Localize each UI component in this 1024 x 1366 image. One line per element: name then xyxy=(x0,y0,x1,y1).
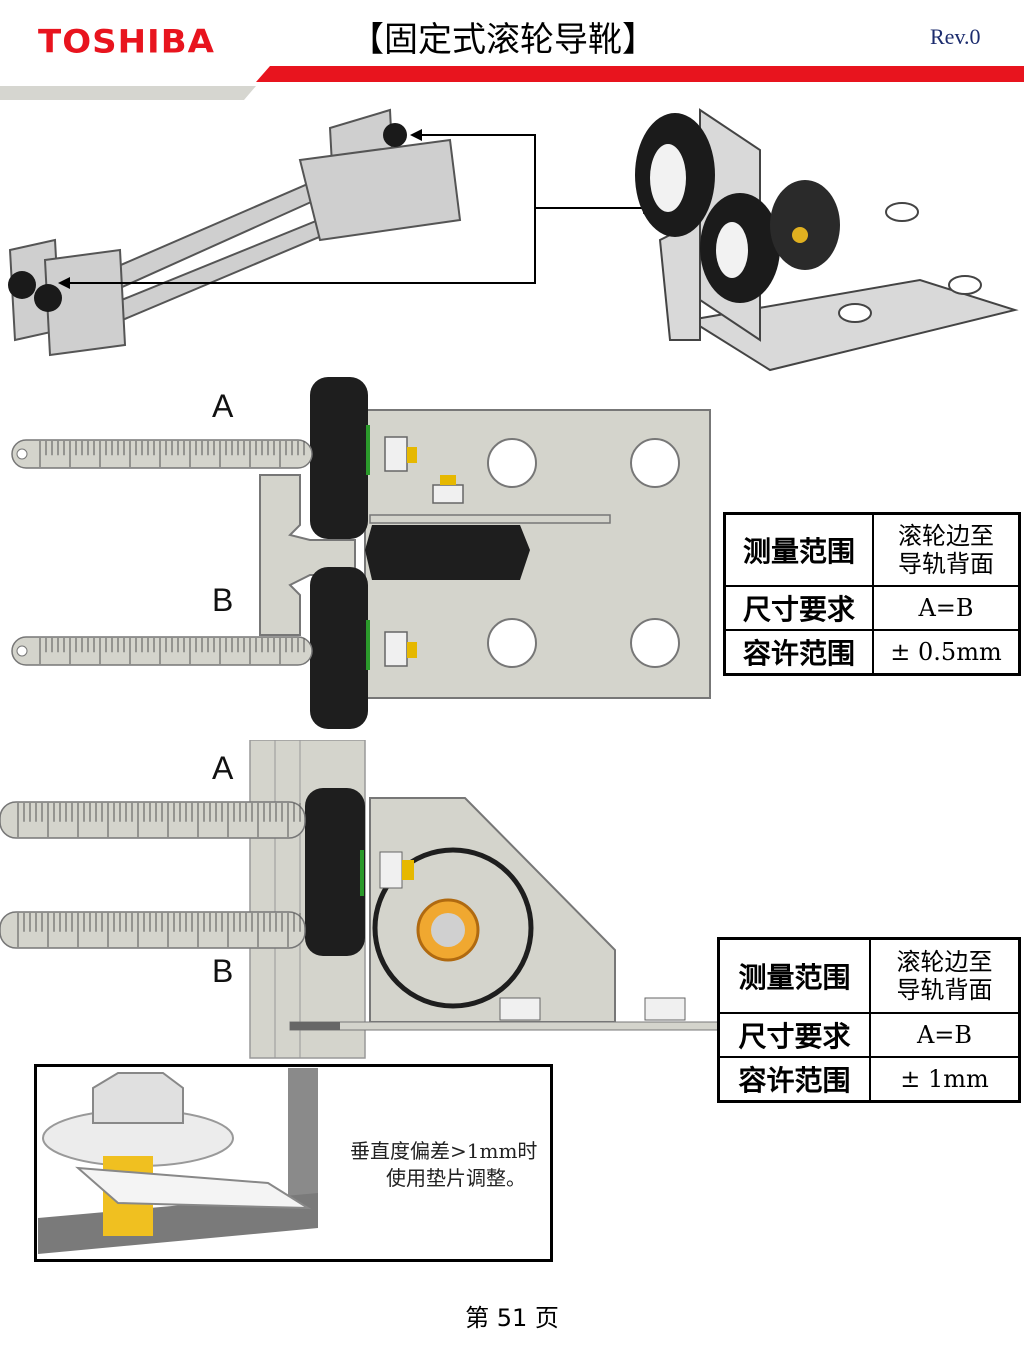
spec2-key-tolerance: 容许范围 xyxy=(717,1055,872,1102)
label-b-top: B xyxy=(212,582,234,618)
spec1-value-size: A=B xyxy=(872,584,1021,631)
spec1-value-tolerance: ± 0.5mm xyxy=(872,628,1021,675)
shim-note-line2: 使用垫片调整。 xyxy=(386,1166,526,1190)
shim-note: 垂直度偏差>1mm时 使用垫片调整。 xyxy=(350,1138,537,1192)
toshiba-logo: TOSHIBA xyxy=(38,23,215,61)
spec1-key-size: 尺寸要求 xyxy=(723,584,874,631)
label-b-side: B xyxy=(212,953,234,989)
side-measure-diagram xyxy=(0,740,719,1059)
spec2-key-size: 尺寸要求 xyxy=(717,1011,872,1058)
label-a-top: A xyxy=(212,388,234,424)
spec1-key-range: 测量范围 xyxy=(723,512,874,587)
spec2-value-size: A=B xyxy=(869,1011,1021,1058)
spec-table-1: 测量范围 滚轮边至导轨背面 尺寸要求 A=B 容许范围 ± 0.5mm xyxy=(723,512,1021,676)
assembly-illustration xyxy=(8,108,1019,372)
shim-note-line1: 垂直度偏差>1mm时 xyxy=(350,1139,538,1163)
header-band xyxy=(0,66,1024,100)
spec1-value-range: 滚轮边至导轨背面 xyxy=(872,512,1021,587)
shim-detail-illustration xyxy=(38,1068,318,1254)
spec2-value-tolerance: ± 1mm xyxy=(869,1055,1021,1102)
spec2-key-range: 测量范围 xyxy=(717,937,872,1014)
page-title: 【固定式滚轮导靴】 xyxy=(350,20,656,60)
top-measure-diagram xyxy=(11,377,711,729)
spec2-value-range: 滚轮边至导轨背面 xyxy=(869,937,1021,1014)
revision-label: Rev.0 xyxy=(930,24,981,49)
label-a-side: A xyxy=(212,750,234,786)
page-number: 第 51 页 xyxy=(465,1304,559,1332)
spec-table-2: 测量范围 滚轮边至导轨背面 尺寸要求 A=B 容许范围 ± 1mm xyxy=(717,937,1021,1103)
spec1-key-tolerance: 容许范围 xyxy=(723,628,874,675)
